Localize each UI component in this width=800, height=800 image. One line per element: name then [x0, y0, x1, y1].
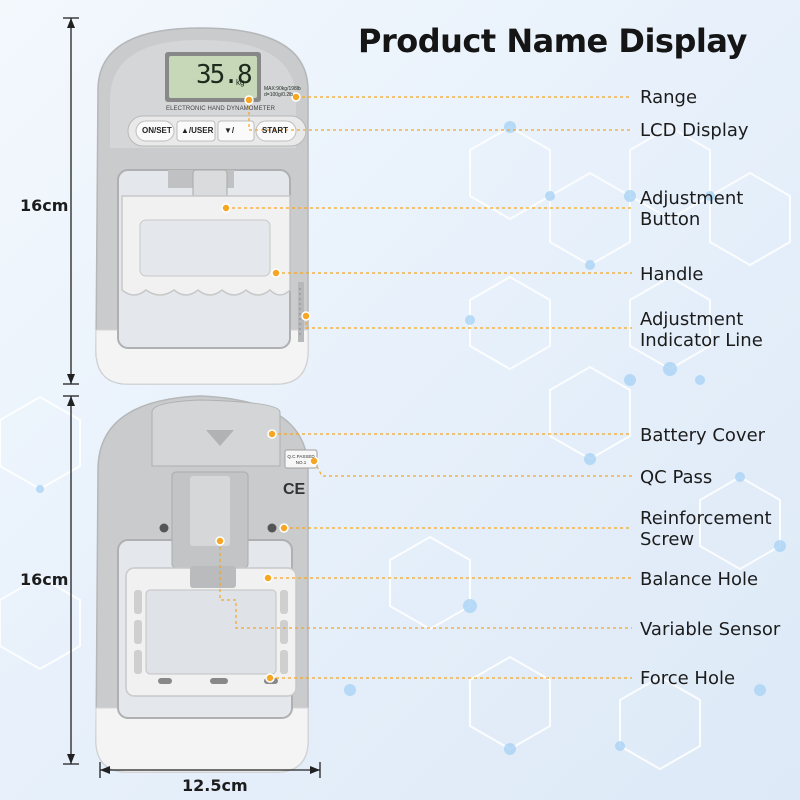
label-adjustment-button: Adjustment Button	[640, 188, 743, 230]
label-adjustment-indicator-line: Adjustment Indicator Line	[640, 309, 763, 351]
down-label: ▼/	[224, 126, 235, 135]
label-reinforcement-screw-line-2: Screw	[640, 529, 695, 550]
label-reinforcement-screw-line-1: Reinforcement	[640, 508, 772, 529]
lcd-unit: kg	[236, 78, 245, 87]
on-set-button	[135, 120, 175, 142]
label-indicator-line-2: Indicator Line	[640, 330, 763, 351]
ce-mark: CE	[283, 481, 306, 498]
callout-dots	[215, 92, 319, 683]
front-height-label: 16cm	[20, 196, 69, 215]
down-button	[217, 120, 255, 142]
start-label: START	[262, 126, 289, 135]
label-adjustment-button-line-2: Button	[640, 209, 701, 230]
label-range: Range	[640, 87, 698, 108]
back-height-label: 16cm	[20, 570, 69, 589]
label-indicator-line-1: Adjustment	[640, 309, 744, 330]
device-name: ELECTRONIC HAND DYNAMOMETER	[166, 106, 276, 112]
label-qc-pass: QC Pass	[640, 467, 713, 488]
qc-line-2: NO.1	[295, 460, 307, 465]
page-title: Product Name Display	[358, 22, 747, 60]
qc-text: Q.C.PASSED NO.1	[287, 454, 315, 466]
label-reinforcement-screw: Reinforcement Screw	[640, 508, 772, 550]
label-adjustment-button-line-1: Adjustment	[640, 188, 744, 209]
lcd-screen	[169, 56, 257, 98]
reinforcement-screw-right	[267, 523, 277, 533]
reinforcement-screw-left	[159, 523, 169, 533]
user-label: ▲/USER	[181, 126, 214, 135]
label-force-hole: Force Hole	[640, 668, 736, 689]
start-button	[255, 120, 297, 142]
label-balance-hole: Balance Hole	[640, 569, 759, 590]
width-label: 12.5cm	[182, 776, 248, 795]
lcd-range-line-2: d=100g/0.2lb	[264, 92, 294, 98]
label-handle: Handle	[640, 264, 704, 285]
label-lcd-display: LCD Display	[640, 120, 749, 141]
qc-line-1: Q.C.PASSED	[287, 454, 315, 459]
callout-leaders	[219, 96, 632, 679]
back-device	[95, 395, 318, 773]
label-battery-cover: Battery Cover	[640, 425, 766, 446]
balance-hole	[190, 566, 236, 588]
label-variable-sensor: Variable Sensor	[640, 619, 781, 640]
lcd-reading: 35.8	[196, 60, 253, 90]
lcd-range-line-1: MAX:90kg/198lb	[264, 86, 301, 92]
dimension-lines	[63, 17, 321, 778]
user-button	[176, 120, 216, 142]
on-set-label: ON/SET	[142, 126, 172, 135]
lcd-range-text: MAX:90kg/198lb d=100g/0.2lb	[264, 86, 301, 98]
